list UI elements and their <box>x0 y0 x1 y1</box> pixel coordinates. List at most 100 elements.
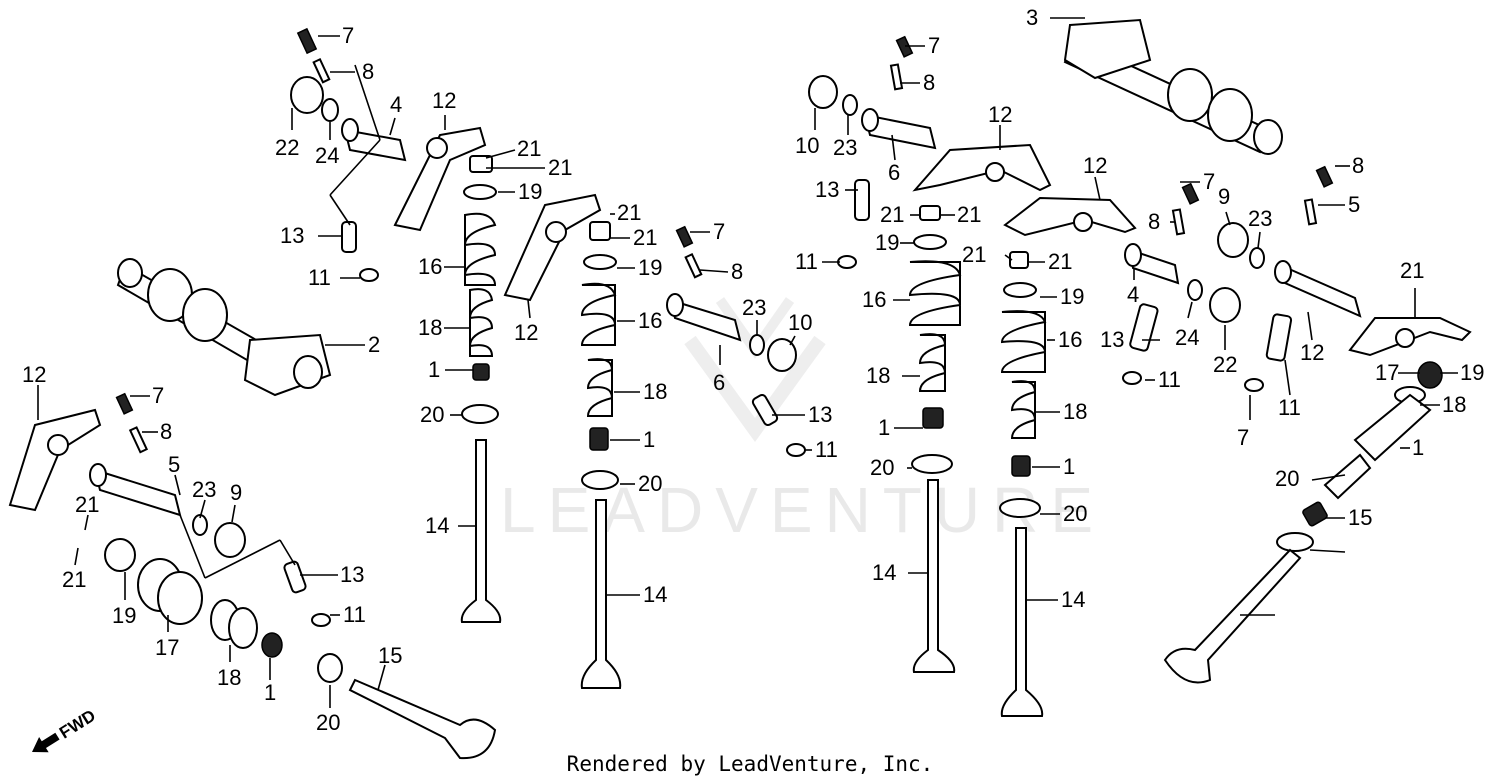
callout: 13 <box>808 402 832 427</box>
leader-lines <box>37 17 1458 708</box>
callout: 24 <box>315 143 339 168</box>
callout: 7 <box>152 383 164 408</box>
callout: 7 <box>928 33 940 58</box>
callout: 7 <box>1237 425 1249 450</box>
callout: 1 <box>1412 435 1424 460</box>
callout: 23 <box>833 135 857 160</box>
callout: 21 <box>962 242 986 267</box>
callout: 11 <box>1278 395 1301 420</box>
callout: 20 <box>1275 466 1299 491</box>
callout: 18 <box>643 379 667 404</box>
rocker-arm-2 <box>503 193 602 302</box>
callout: 6 <box>713 370 725 395</box>
rocker-arm-5 <box>1003 196 1137 237</box>
callout: 14 <box>643 582 667 607</box>
callout: 18 <box>1063 399 1087 424</box>
callout: 21 <box>617 200 641 225</box>
callout: 15 <box>378 643 402 668</box>
callout: 21 <box>880 202 904 227</box>
callout: 14 <box>872 560 896 585</box>
callout: 8 <box>362 59 374 84</box>
callout: 13 <box>280 223 304 248</box>
callout: 20 <box>870 455 894 480</box>
callout: 19 <box>638 255 662 280</box>
callout: 19 <box>1460 360 1484 385</box>
rocker-arm-3 <box>8 408 102 512</box>
callout: 16 <box>862 287 886 312</box>
callout: 7 <box>342 23 354 48</box>
callout: 10 <box>788 310 812 335</box>
callout: 2 <box>368 332 380 357</box>
callout: 11 <box>1158 367 1181 392</box>
callout: 11 <box>795 249 818 274</box>
callout: 19 <box>112 603 136 628</box>
callout: 9 <box>230 480 242 505</box>
callout: 23 <box>192 477 216 502</box>
callout: 13 <box>1100 327 1124 352</box>
callout: 4 <box>390 92 402 117</box>
callout: 7 <box>1203 169 1215 194</box>
callout: 16 <box>418 254 442 279</box>
callout: 23 <box>742 295 766 320</box>
callout: 18 <box>217 665 241 690</box>
callout: 21 <box>62 567 86 592</box>
callout: 10 <box>795 133 819 158</box>
callout: 21 <box>1400 258 1424 283</box>
callout: 17 <box>1375 360 1399 385</box>
callout: 1 <box>1063 454 1075 479</box>
valve-assembly-f <box>1163 361 1443 684</box>
callout: 15 <box>1348 505 1372 530</box>
callout: 3 <box>1026 5 1038 30</box>
callout: 12 <box>432 88 456 113</box>
callout: 19 <box>875 230 899 255</box>
callout: 14 <box>1061 587 1085 612</box>
callout: 16 <box>1058 327 1082 352</box>
callout: 20 <box>316 710 340 735</box>
caps-and-seals <box>192 75 1265 558</box>
valve-assembly-a <box>460 155 502 623</box>
callout: 18 <box>1442 392 1466 417</box>
valve-assembly-e <box>999 251 1047 717</box>
rocker-shafts <box>89 108 1362 517</box>
callout: 8 <box>160 419 172 444</box>
callout: 12 <box>22 362 46 387</box>
rocker-arm-4 <box>912 143 1052 192</box>
callout: 9 <box>1218 184 1230 209</box>
rocker-arm-6 <box>1348 317 1472 357</box>
callout: 12 <box>514 320 538 345</box>
callout: 12 <box>988 102 1012 127</box>
callout: 21 <box>1048 249 1072 274</box>
callout: 8 <box>1352 153 1364 178</box>
callout: 19 <box>518 179 542 204</box>
callout: 7 <box>713 219 725 244</box>
callout: 23 <box>1248 206 1272 231</box>
callout: 14 <box>425 513 449 538</box>
callout: 18 <box>418 315 442 340</box>
valve-assembly-b <box>580 221 622 689</box>
callout: 22 <box>275 135 299 160</box>
callout: 1 <box>878 415 890 440</box>
valve-assembly-c <box>104 538 497 760</box>
footer-credit: Rendered by LeadVenture, Inc. <box>566 752 934 776</box>
callout: 8 <box>1148 209 1160 234</box>
callout: 21 <box>548 155 572 180</box>
callout: 11 <box>308 265 331 290</box>
callout: 12 <box>1083 153 1107 178</box>
fwd-label: FWD <box>56 706 99 743</box>
callout: 6 <box>888 160 900 185</box>
valve-assembly-d <box>908 205 962 673</box>
callout: 19 <box>1060 284 1084 309</box>
callout: 21 <box>633 225 657 250</box>
callout: 11 <box>343 602 366 627</box>
callout: 21 <box>75 492 99 517</box>
callout: 17 <box>155 635 179 660</box>
callout: 13 <box>815 177 839 202</box>
callout: 5 <box>168 452 180 477</box>
camshaft-left <box>116 258 332 397</box>
lifters-and-shims <box>283 179 1293 627</box>
callout: 5 <box>1348 192 1360 217</box>
callout: 4 <box>1127 282 1139 307</box>
callout: 20 <box>1063 501 1087 526</box>
callout: 13 <box>340 562 364 587</box>
